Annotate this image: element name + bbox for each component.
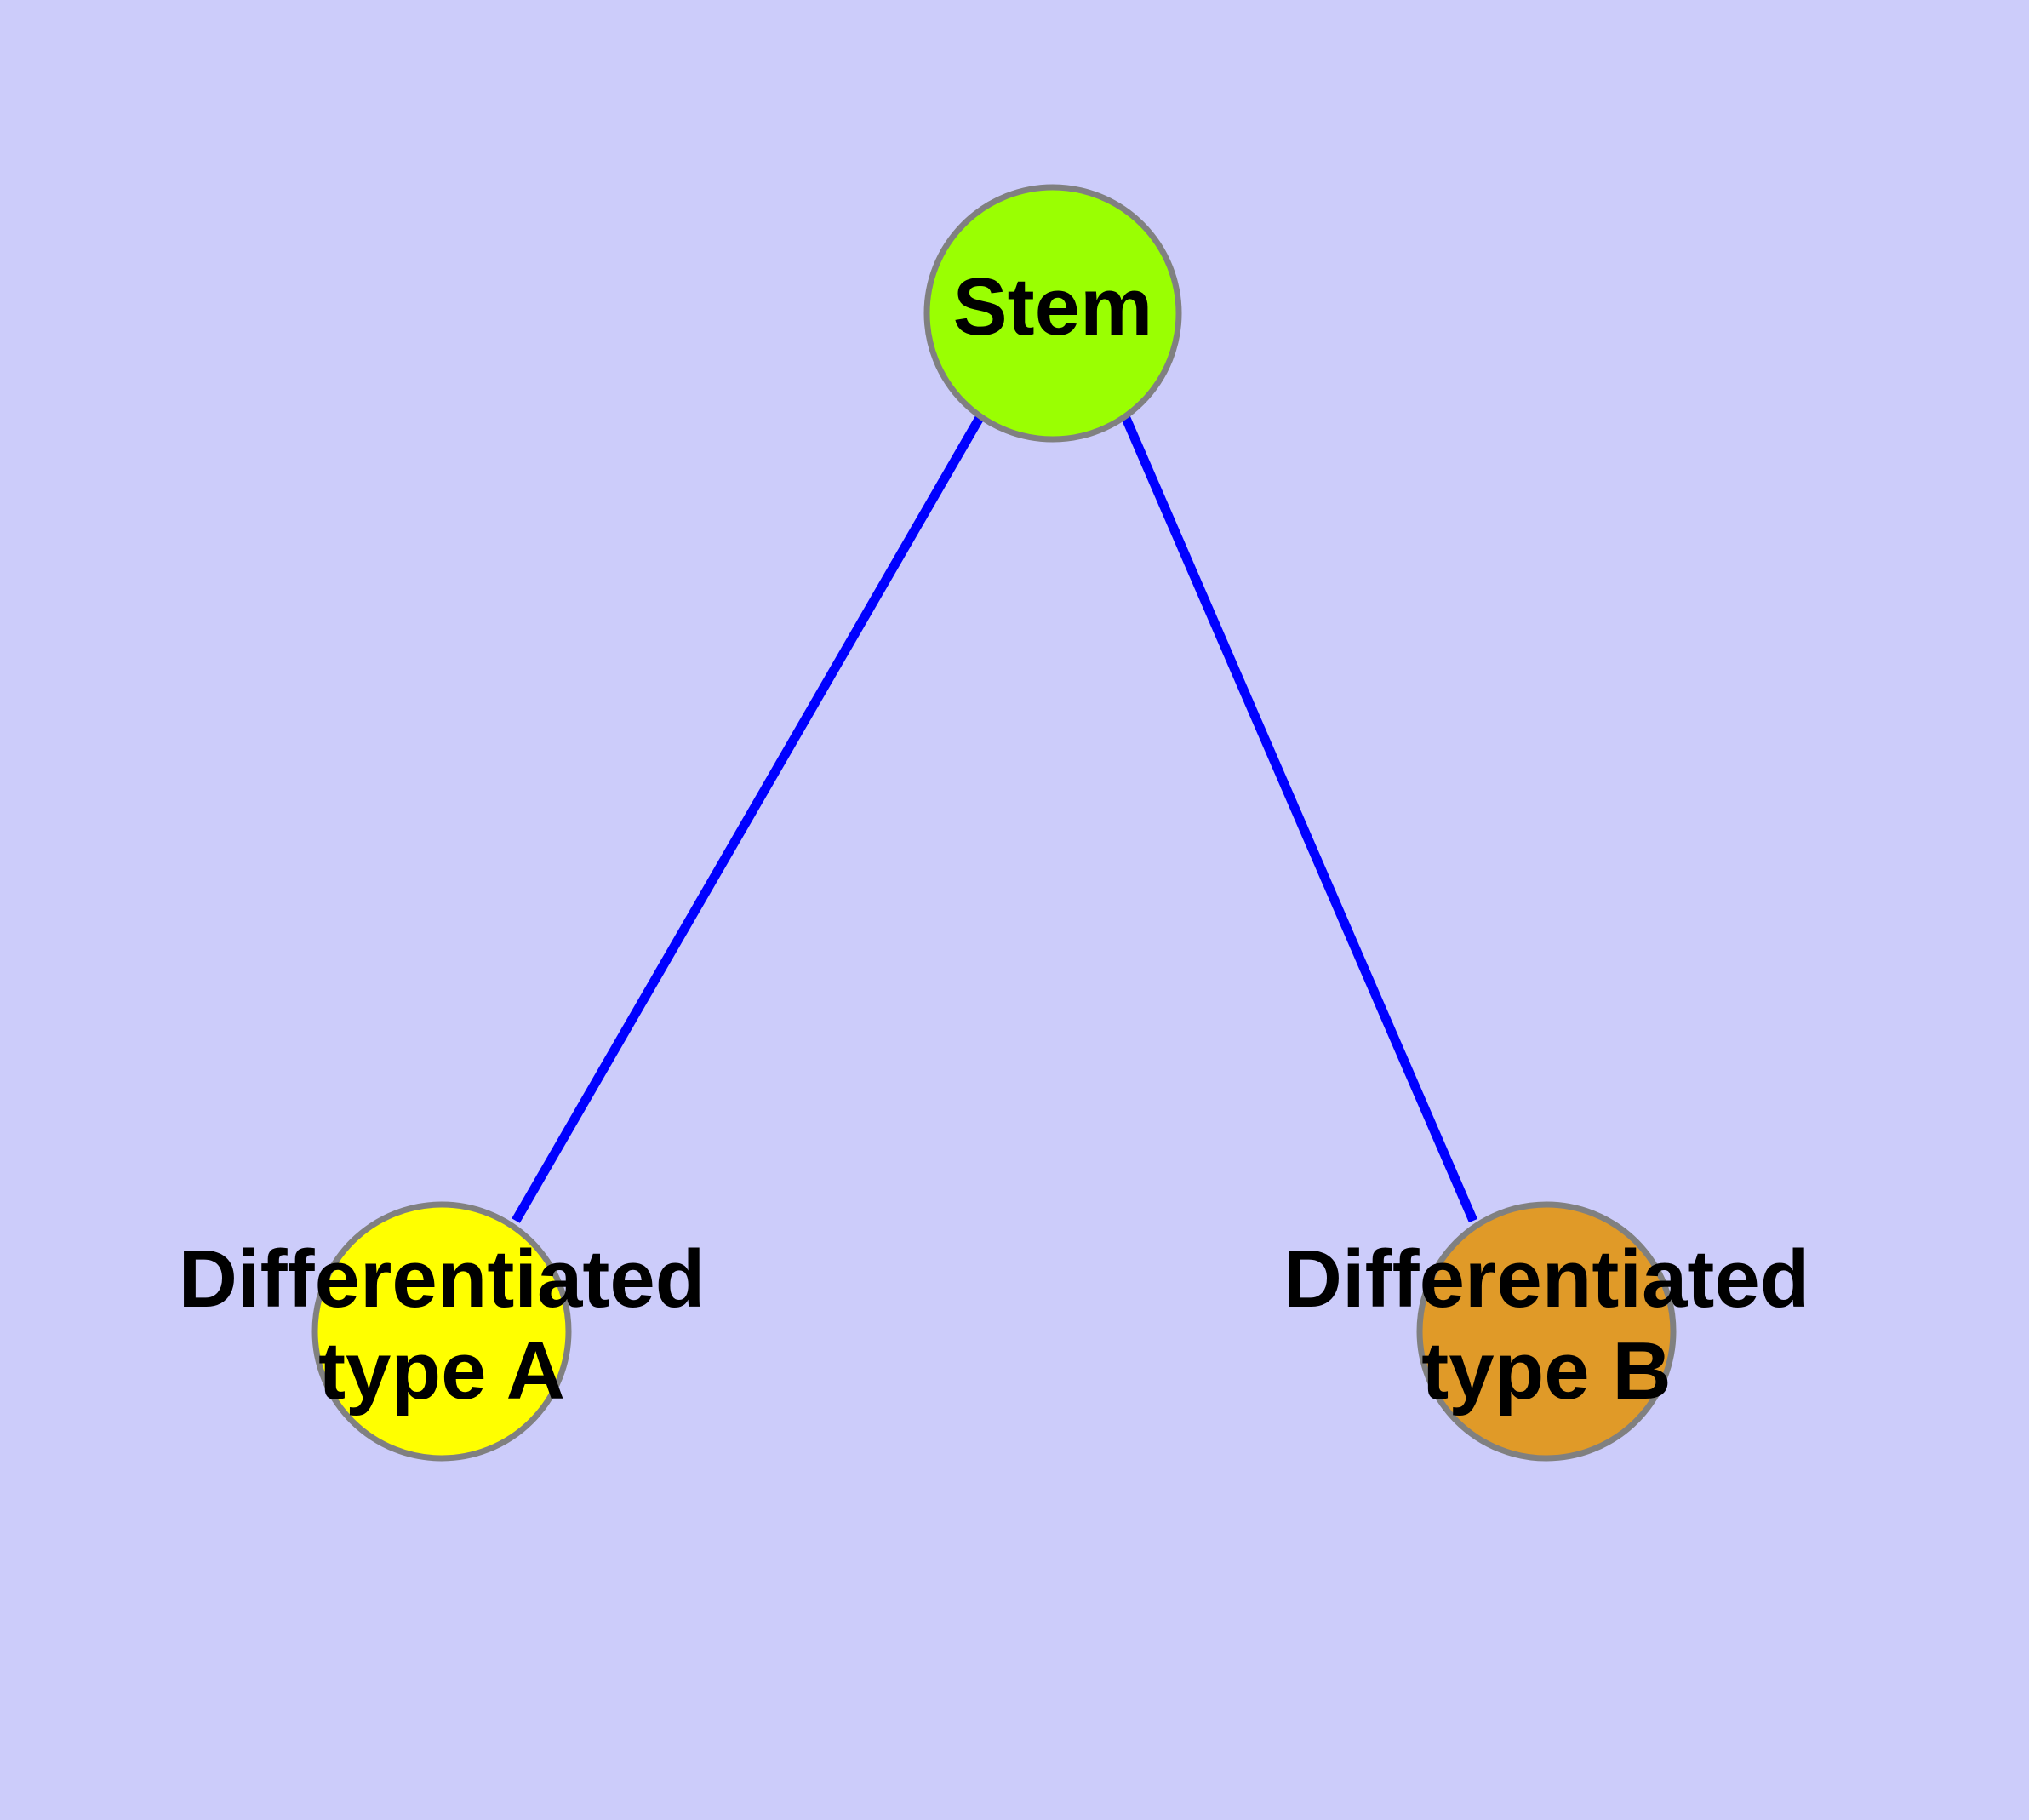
edge-stem-to-diff-b[interactable] (1120, 414, 1478, 1223)
node-label-line: type A (318, 1325, 565, 1417)
node-label-line: Differentiated (179, 1234, 706, 1325)
node-diff_a[interactable] (311, 1201, 572, 1462)
edge-stem-to-diff-a[interactable] (512, 414, 985, 1223)
node-label-line: type B (1421, 1325, 1671, 1417)
nodes-group (311, 184, 1677, 1462)
node-label-line: Differentiated (1283, 1234, 1810, 1325)
node-diff_b[interactable] (1416, 1201, 1677, 1462)
node-label-line: Stem (953, 261, 1153, 352)
node-label-stem: Stem (953, 261, 1153, 352)
node-stem[interactable] (923, 184, 1182, 443)
edges-group (512, 414, 1478, 1223)
